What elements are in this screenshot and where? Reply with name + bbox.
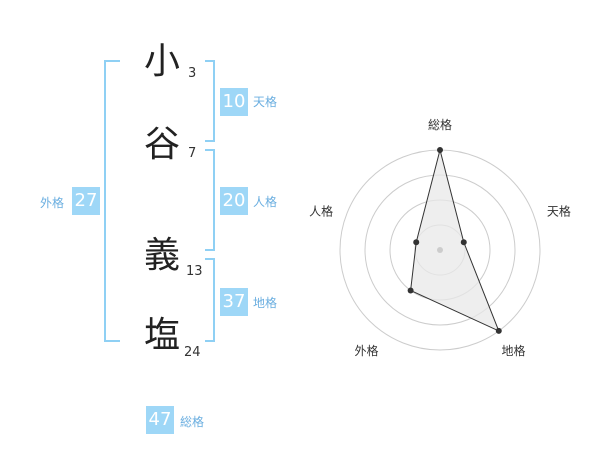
name-char-1: 小 [144,41,181,82]
jinkaku-bracket [205,149,215,251]
stroke-count-1: 3 [188,66,197,81]
tenkaku-badge: 10 [220,88,248,116]
radar-center-dot [437,247,443,253]
stroke-count-3: 13 [186,264,203,279]
radar-point [413,239,420,246]
name-char-2: 谷 [144,124,181,165]
chikaku-label: 地格 [253,296,278,310]
radar-axis-label: 人格 [309,203,333,218]
gaikaku-badge: 27 [72,187,100,215]
tenkaku-label: 天格 [253,95,278,109]
radar-point [407,287,414,294]
jinkaku-label: 人格 [253,195,278,209]
tenkaku-bracket [205,60,215,142]
radar-axis-label: 総格 [428,117,452,132]
radar-axis-label: 外格 [355,343,379,358]
radar-point [437,147,443,153]
radar-axis-label: 天格 [547,203,571,218]
radar-point [495,327,502,334]
chikaku-badge: 37 [220,288,248,316]
chikaku-bracket [205,258,215,342]
soukaku-badge: 47 [146,406,174,434]
soukaku-label: 総格 [180,415,205,429]
radar-axis-label: 地格 [501,343,525,358]
radar-area [410,149,500,332]
gaikaku-label: 外格 [40,196,65,210]
name-char-4: 塩 [144,315,181,356]
stroke-count-4: 24 [184,345,201,360]
radar-dots [407,147,502,334]
stroke-count-2: 7 [188,146,197,161]
jinkaku-badge: 20 [220,187,248,215]
name-char-3: 義 [144,235,181,276]
radar-point [460,239,467,246]
gaikaku-bracket [104,60,120,342]
